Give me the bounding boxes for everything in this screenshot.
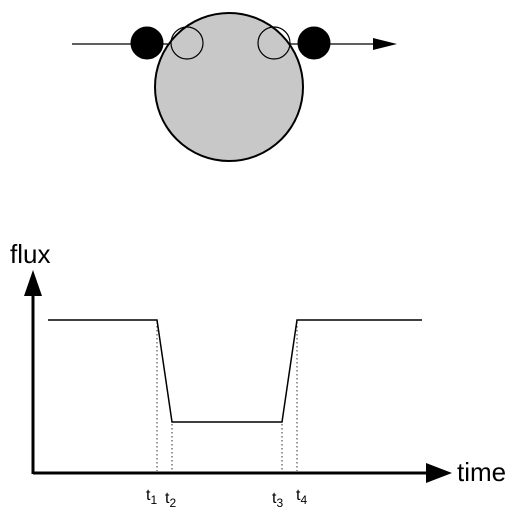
x-axis-arrowhead (426, 463, 452, 483)
t3-label-sub: 3 (276, 496, 283, 510)
planet-position-3 (257, 26, 291, 60)
t1-label-sub: 1 (150, 493, 157, 507)
planet-position-1 (130, 26, 164, 60)
light-curve-plot: flux time t1 t2 t3 t4 (10, 239, 506, 510)
star-disk (154, 12, 304, 162)
t4-label: t4 (296, 487, 307, 507)
t3-label: t3 (272, 490, 283, 510)
t2-label: t2 (165, 490, 176, 510)
t3-label-main: t (272, 490, 277, 507)
t1-label: t1 (146, 487, 157, 507)
t2-label-sub: 2 (169, 496, 176, 510)
flux-curve (48, 319, 422, 423)
t4-label-sub: 4 (300, 493, 307, 507)
transit-schematic (72, 12, 397, 162)
planet-position-2 (170, 26, 204, 60)
planet-path-arrowhead (373, 38, 397, 50)
t4-label-main: t (296, 487, 301, 504)
t1-label-main: t (146, 487, 151, 504)
t2-label-main: t (165, 490, 170, 507)
x-axis-label: time (457, 457, 506, 487)
planet-position-4 (297, 26, 331, 60)
y-axis-arrowhead (24, 270, 42, 296)
y-axis-label: flux (10, 239, 50, 269)
